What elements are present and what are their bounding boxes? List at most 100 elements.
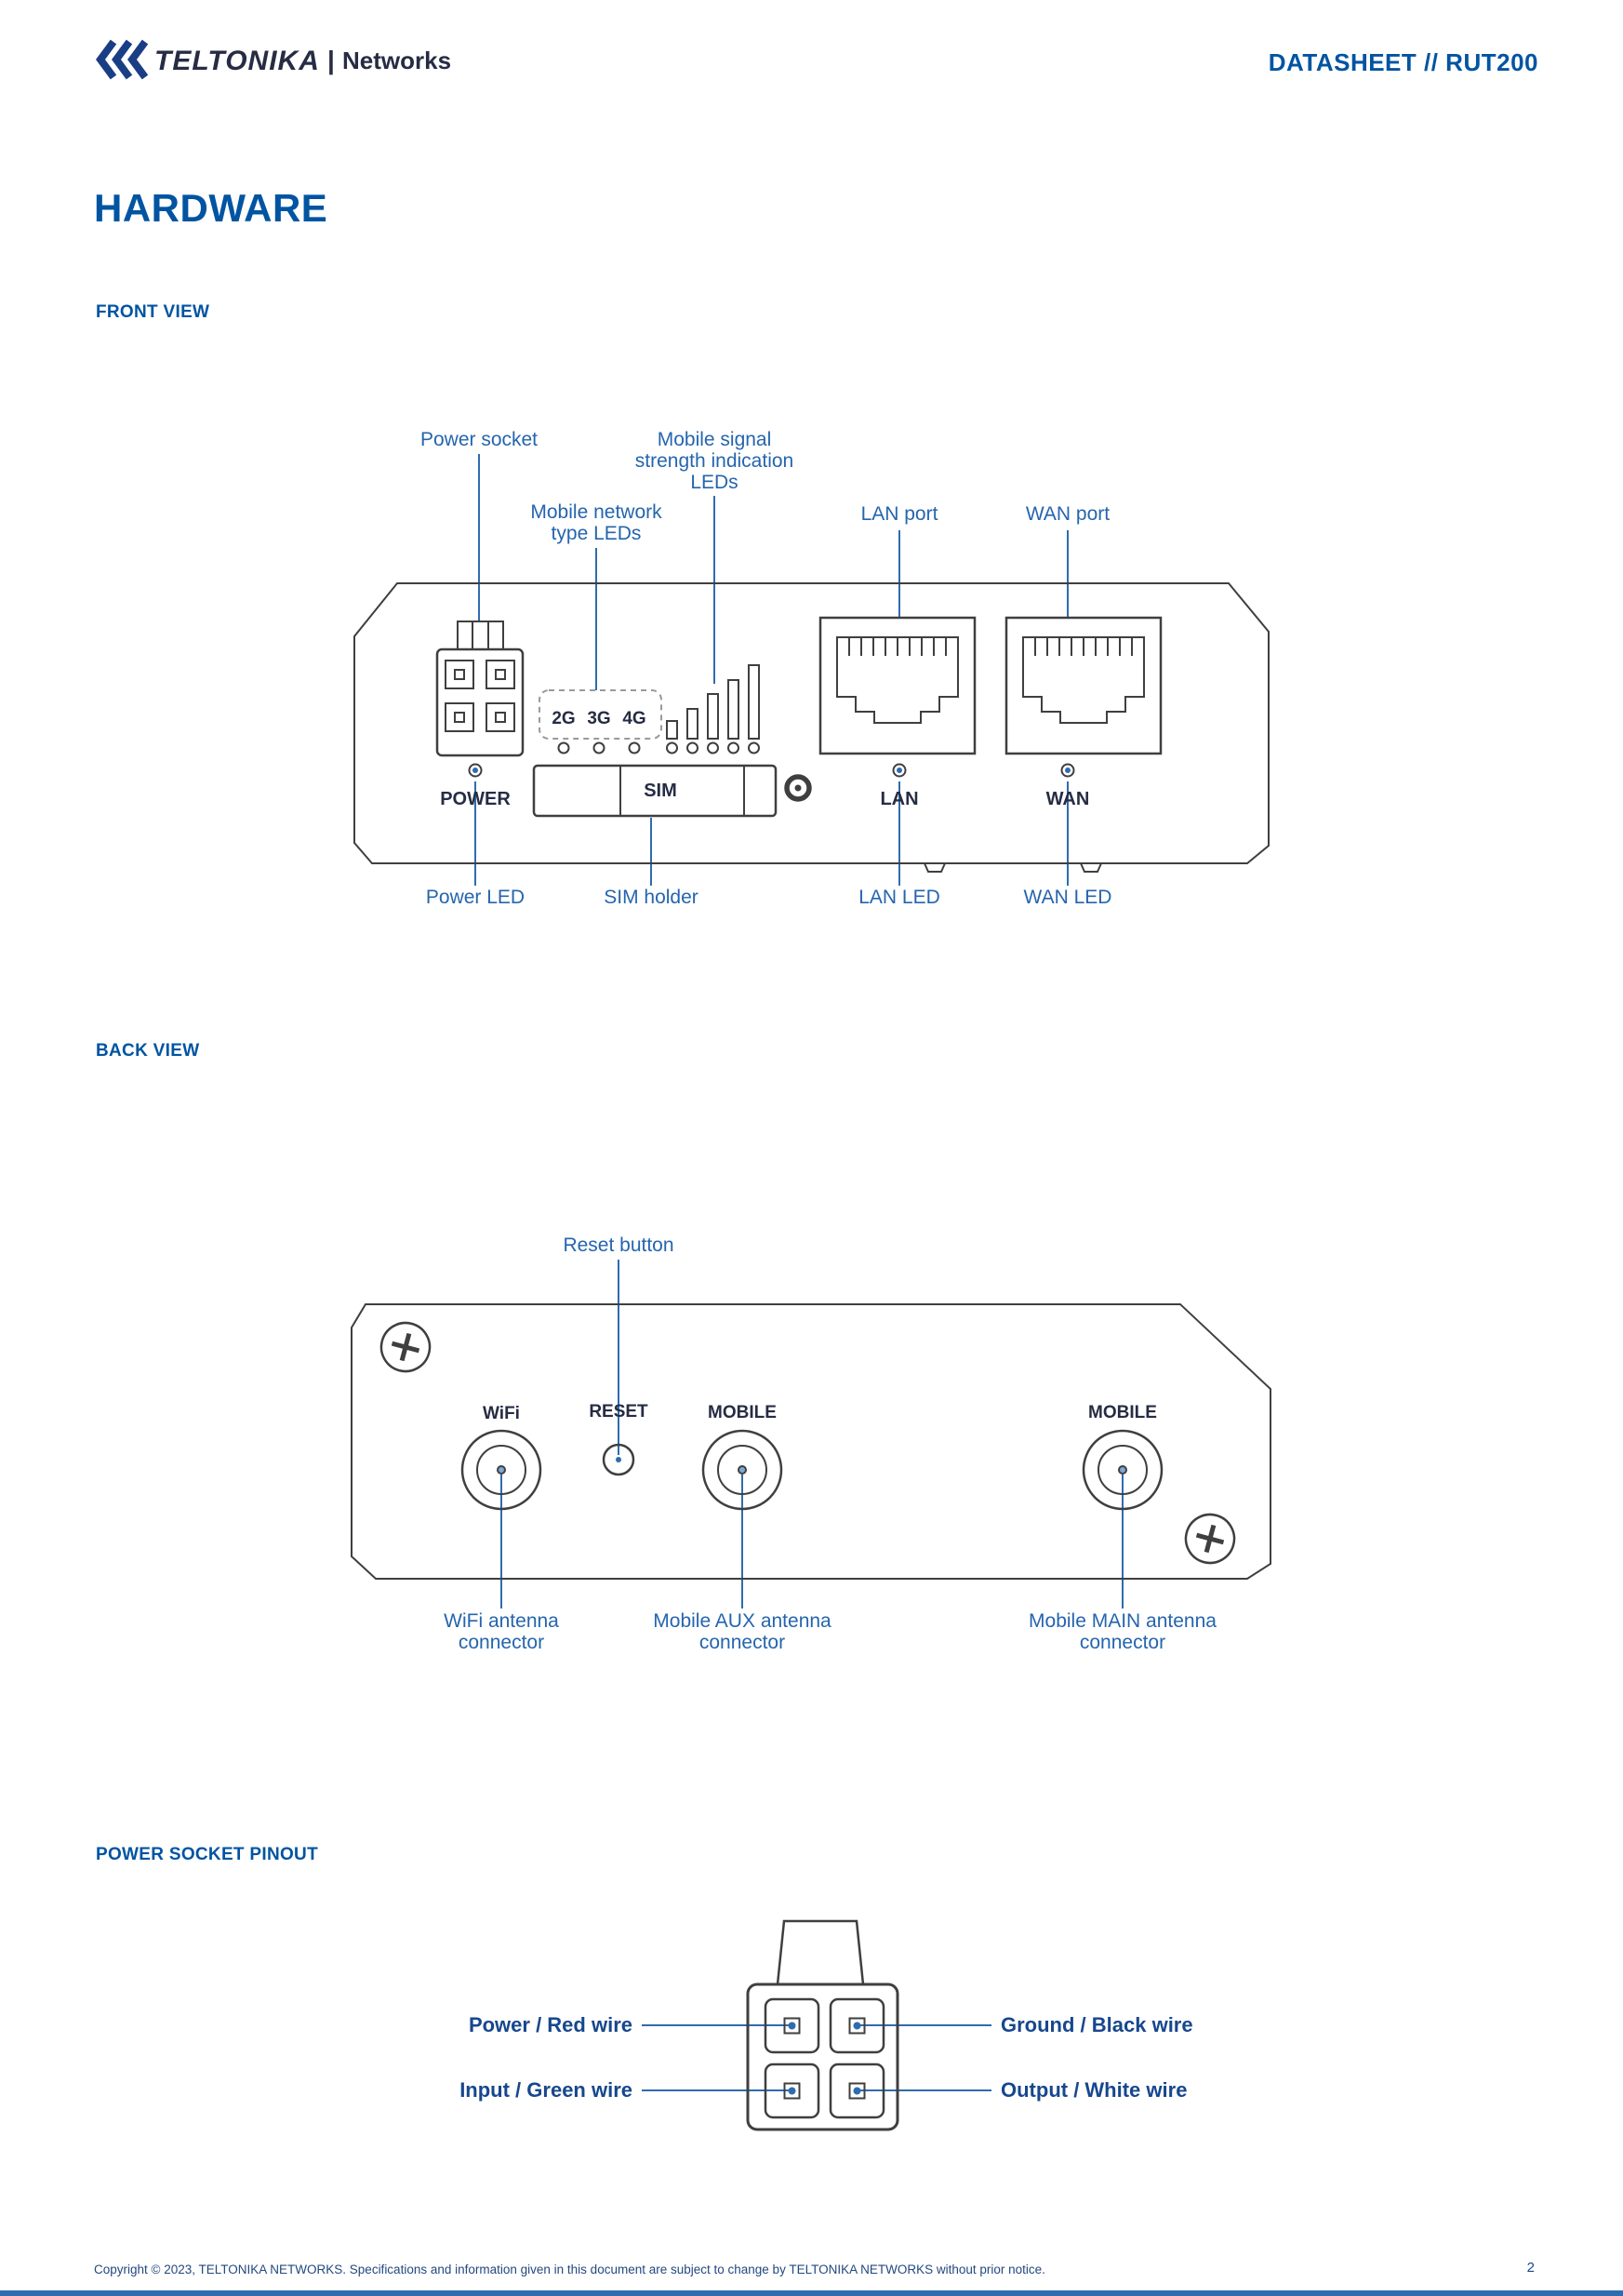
mount-tab <box>924 862 946 873</box>
network-type-led-box <box>539 689 662 740</box>
back-view-heading: BACK VIEW <box>96 1041 200 1061</box>
anchor-dot-power-led <box>472 768 478 773</box>
callout-line-power-led <box>474 781 476 886</box>
callout-line-ground-pin <box>857 2024 991 2026</box>
front-view-diagram: 2G 3G 4G POWER SIM LAN WAN <box>353 582 1270 873</box>
marking-mobile-aux: MOBILE <box>708 1403 777 1422</box>
marking-3g: 3G <box>587 709 610 728</box>
screw-icon <box>1184 1513 1236 1565</box>
power-socket-pinout-diagram <box>746 1919 899 2131</box>
pinout-label-input: Input / Green wire <box>459 2078 632 2102</box>
callout-signal-leds: Mobile signal strength indication LEDs <box>634 429 794 493</box>
lan-port <box>818 616 977 755</box>
power-socket <box>435 621 525 757</box>
callout-line-network-leds <box>595 548 597 690</box>
callout-line-mobile-main <box>1122 1475 1124 1609</box>
anchor-dot-wan-led <box>1065 768 1071 773</box>
callout-line-sim-holder <box>650 818 652 886</box>
connector-latch <box>776 1919 865 1986</box>
marking-2g: 2G <box>552 709 575 728</box>
signal-led <box>686 741 698 754</box>
anchor-dot-ground-pin <box>853 2022 861 2030</box>
callout-line-input-pin <box>642 2089 792 2091</box>
callout-reset-button: Reset button <box>563 1235 674 1256</box>
callout-wan-led: WAN LED <box>1023 887 1112 908</box>
callout-line-wan-led <box>1067 781 1069 886</box>
footer-accent-bar <box>0 2290 1623 2296</box>
callout-wifi-antenna: WiFi antenna connector <box>444 1610 559 1653</box>
logo-divider: | <box>327 46 335 74</box>
signal-led <box>748 741 760 754</box>
pinout-label-power: Power / Red wire <box>468 2013 632 2036</box>
callout-line-output-pin <box>857 2089 991 2091</box>
callout-wan-port: WAN port <box>1025 503 1111 525</box>
signal-strength-bars <box>666 664 760 740</box>
callout-line-power-pin <box>642 2024 792 2026</box>
anchor-dot-power-pin <box>788 2022 796 2030</box>
mobile-main-antenna-connector <box>1082 1429 1164 1511</box>
footer-copyright: Copyright © 2023, TELTONIKA NETWORKS. Sp… <box>94 2263 1045 2276</box>
anchor-dot-output-pin <box>853 2087 861 2095</box>
callout-line-signal-leds <box>713 496 715 684</box>
front-view-heading: FRONT VIEW <box>96 302 210 322</box>
anchor-dot-input-pin <box>788 2087 796 2095</box>
logo-brand-text: TELTONIKA <box>154 46 320 76</box>
anchor-dot-lan-led <box>897 768 902 773</box>
led-3g <box>592 741 605 754</box>
sim-holder <box>532 764 778 818</box>
callout-sim-holder: SIM holder <box>604 887 698 908</box>
callout-line-wan-port <box>1067 530 1069 618</box>
led-4g <box>628 741 641 754</box>
doc-title: DATASHEET // RUT200 <box>1268 48 1538 76</box>
callout-mobile-aux-antenna: Mobile AUX antenna connector <box>653 1610 831 1653</box>
back-view-diagram: WiFi RESET MOBILE MOBILE <box>351 1303 1271 1580</box>
callout-lan-port: LAN port <box>860 503 938 525</box>
page-number: 2 <box>1526 2260 1535 2276</box>
pinout-heading: POWER SOCKET PINOUT <box>96 1845 318 1864</box>
callout-power-led: Power LED <box>425 887 525 908</box>
marking-lan: LAN <box>880 789 918 809</box>
pin <box>848 2082 866 2100</box>
pin-cell <box>764 2062 820 2119</box>
wan-led <box>1060 763 1075 778</box>
led-2g <box>557 741 570 754</box>
pin-cell <box>829 1997 885 2054</box>
anchor-dot-reset <box>616 1457 621 1462</box>
screw-icon <box>379 1321 432 1373</box>
signal-led <box>727 741 739 754</box>
callout-line-wifi <box>500 1475 502 1609</box>
pinout-label-output: Output / White wire <box>1001 2078 1188 2102</box>
wifi-antenna-connector <box>460 1429 542 1511</box>
logo-suffix-text: Networks <box>342 47 451 74</box>
callout-mobile-main-antenna: Mobile MAIN antenna connector <box>1029 1610 1217 1653</box>
pin-cell <box>764 1997 820 2054</box>
chevrons-icon <box>96 39 149 80</box>
teltonika-logo: TELTONIKA | Networks <box>96 39 451 80</box>
signal-led <box>707 741 719 754</box>
callout-line-mobile-aux <box>741 1475 743 1609</box>
device-outline <box>353 582 1270 864</box>
callout-power-socket: Power socket <box>419 429 539 450</box>
anchor-dot-main <box>1120 1467 1125 1473</box>
connector-body <box>746 1982 899 2131</box>
pin <box>783 2017 801 2035</box>
marking-sim: SIM <box>644 781 677 801</box>
pin-cell <box>829 2062 885 2119</box>
callout-line-lan-led <box>898 781 900 886</box>
callout-line-reset <box>618 1260 619 1455</box>
marking-power: POWER <box>440 789 511 809</box>
round-hole <box>784 774 812 802</box>
round-hole-center <box>794 784 802 792</box>
marking-wan: WAN <box>1046 789 1090 809</box>
mobile-aux-antenna-connector <box>701 1429 783 1511</box>
reset-hole <box>602 1443 635 1476</box>
marking-wifi: WiFi <box>483 1404 520 1423</box>
callout-lan-led: LAN LED <box>858 887 940 908</box>
mount-tab <box>1080 862 1102 873</box>
power-led <box>468 763 483 778</box>
marking-reset: RESET <box>589 1402 648 1422</box>
signal-led <box>666 741 678 754</box>
anchor-dot-wifi <box>499 1467 504 1473</box>
marking-4g: 4G <box>622 709 645 728</box>
